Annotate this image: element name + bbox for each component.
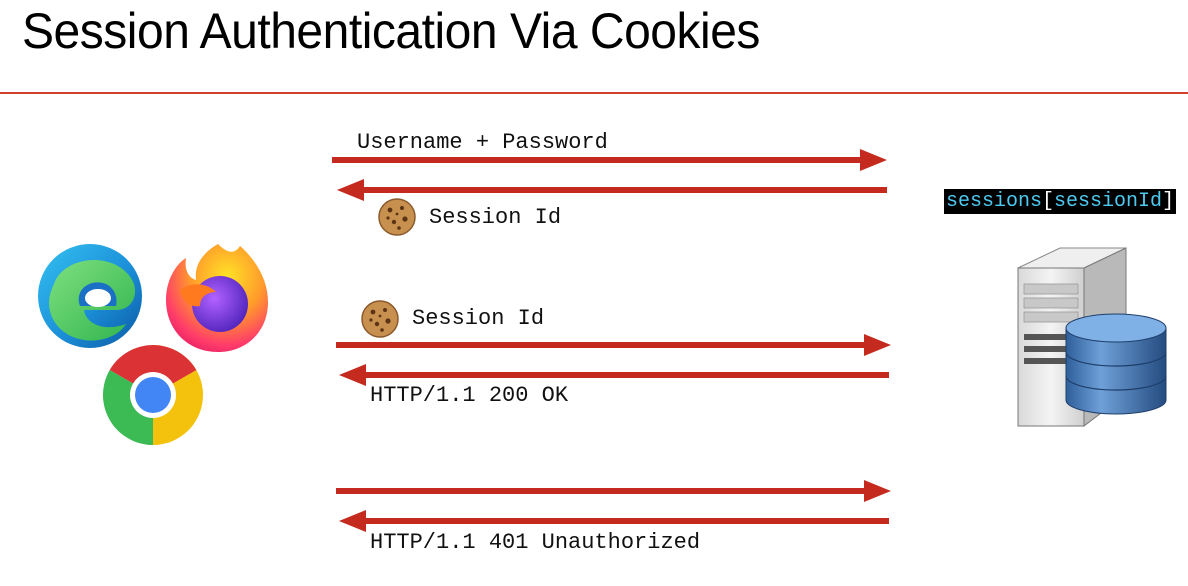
chrome-browser-icon: [103, 345, 203, 445]
firefox-browser-icon: [166, 244, 268, 352]
code-key: sessionId: [1054, 190, 1163, 213]
request-label-session-id: Session Id: [412, 306, 545, 331]
code-bracket-open: [: [1042, 190, 1055, 213]
cookie-icon: [378, 198, 416, 236]
response-label-session-id: Session Id: [429, 205, 562, 230]
server-icon: [1017, 247, 1167, 428]
arrow-request-2: [336, 334, 891, 356]
page-title: Session Authentication Via Cookies: [22, 3, 760, 59]
sessions-lookup-code: sessions[sessionId]: [944, 189, 1177, 214]
edge-browser-icon: [38, 244, 142, 348]
response-label-200-ok: HTTP/1.1 200 OK: [370, 383, 569, 408]
arrow-request-3: [336, 480, 891, 502]
database-icon: [1065, 313, 1167, 415]
code-bracket-close: ]: [1162, 190, 1175, 213]
cookie-icon: [361, 300, 399, 338]
request-label-credentials: Username + Password: [357, 130, 608, 155]
arrow-request-1: [332, 149, 887, 171]
arrow-response-3: [339, 510, 889, 532]
code-identifier: sessions: [946, 190, 1043, 213]
arrow-response-1: [337, 179, 887, 201]
response-label-401-unauthorized: HTTP/1.1 401 Unauthorized: [370, 530, 701, 555]
title-divider: [0, 92, 1188, 94]
arrow-response-2: [339, 364, 889, 386]
